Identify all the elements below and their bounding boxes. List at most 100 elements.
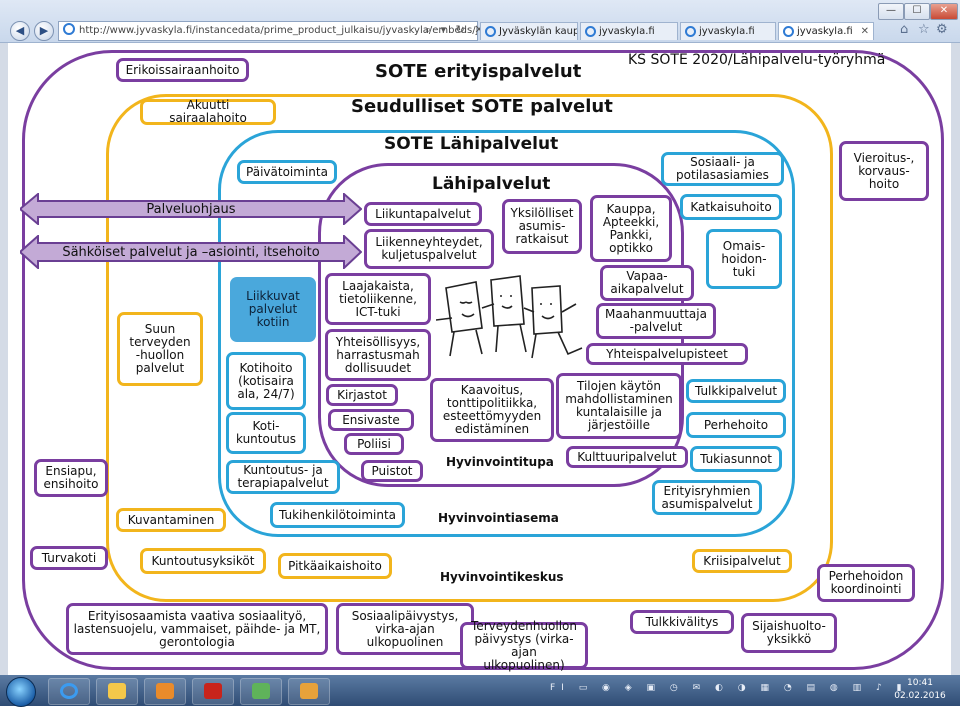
- box-suun-terveydenhuolto: Suun terveyden -huollon palvelut: [117, 312, 203, 386]
- box-tukiasunnot: Tukiasunnot: [690, 446, 782, 472]
- clock-time: 10:41: [907, 678, 933, 688]
- media-player-icon: [156, 683, 174, 699]
- box-kauppa-apteekki: Kauppa, Apteekki, Pankki, optikko: [590, 195, 672, 262]
- box-liikuntapalvelut: Liikuntapalvelut: [364, 202, 482, 226]
- tab-jyvaskyla-active[interactable]: jyvaskyla.fi✕: [778, 22, 874, 40]
- taskbar-media-button[interactable]: [144, 678, 186, 705]
- box-maahanmuuttajapalvelut: Maahanmuuttaja -palvelut: [596, 303, 716, 339]
- clock-date: 02.02.2016: [894, 691, 946, 701]
- box-vapaa-aikapalvelut: Vapaa- aikapalvelut: [600, 265, 694, 301]
- pdf-icon: [204, 683, 222, 699]
- arrow-palveluohjaus: Palveluohjaus: [18, 191, 363, 227]
- box-ensiapu: Ensiapu, ensihoito: [34, 459, 108, 497]
- folder-icon: [108, 683, 126, 699]
- title-lahipalvelut: Lähipalvelut: [432, 174, 551, 194]
- ring-seudulliset: [106, 94, 833, 602]
- close-window-button[interactable]: ✕: [930, 3, 958, 20]
- box-tulkkipalvelut: Tulkkipalvelut: [686, 379, 786, 403]
- tab-page-icon: [485, 26, 496, 37]
- box-laajakaista: Laajakaista, tietoliikenne, ICT-tuki: [325, 273, 431, 325]
- box-kuntoutus-terapia: Kuntoutus- ja terapiapalvelut: [226, 460, 340, 494]
- box-erikoissairaanhoito: Erikoissairaanhoito: [116, 58, 249, 82]
- settings-icon[interactable]: ⚙: [936, 22, 948, 37]
- arrow-label-sahkoiset: Sähköiset palvelut ja –asiointi, itsehoi…: [62, 244, 320, 260]
- address-url: http://www.jyvaskyla.fi/instancedata/pri…: [79, 25, 478, 36]
- box-perhehoito: Perhehoito: [686, 412, 786, 438]
- taskbar-outlook-button[interactable]: [288, 678, 330, 705]
- label-hyvinvointikeskus: Hyvinvointikeskus: [440, 570, 564, 584]
- clock[interactable]: 10:41 02.02.2016: [890, 677, 950, 703]
- box-kuntoutusyksikot: Kuntoutusyksiköt: [140, 548, 266, 574]
- box-sijaishuolto: Sijaishuolto- yksikkö: [741, 613, 837, 653]
- forward-button[interactable]: ▶: [34, 21, 54, 41]
- system-tray[interactable]: FI ▭ ◉ ◈ ▣ ◷ ✉ ◐ ◑ ▦ ◔ ▤ ◍ ▥ ♪ ▮: [550, 683, 908, 693]
- box-kotikuntoutus: Koti- kuntoutus: [226, 412, 306, 454]
- address-bar[interactable]: http://www.jyvaskyla.fi/instancedata/pri…: [58, 21, 478, 41]
- box-akuutti-sairaalahoito: Akuutti sairaalahoito: [140, 99, 276, 125]
- title-sote-erityispalvelut: SOTE erityispalvelut: [375, 61, 582, 82]
- box-turvakoti: Turvakoti: [30, 546, 108, 570]
- box-sosiaali-potilasasiamies: Sosiaali- ja potilasasiamies: [661, 152, 784, 186]
- people-sketch-image: [436, 275, 583, 359]
- box-sosiaalipaivystys: Sosiaalipäivystys, virka-ajan ulkopuolin…: [336, 603, 474, 655]
- box-erityisryhmien-asumispalvelut: Erityisryhmien asumispalvelut: [652, 480, 762, 515]
- double-arrow-icon: [18, 191, 363, 227]
- box-omaishoidontuki: Omais- hoidon- tuki: [706, 229, 782, 289]
- window-left-edge: [0, 43, 8, 675]
- taskbar-app-button[interactable]: [240, 678, 282, 705]
- box-kuvantaminen: Kuvantaminen: [116, 508, 226, 532]
- box-erityisosaamista: Erityisosaamista vaativa sosiaalityö, la…: [66, 603, 328, 655]
- taskbar-pdf-button[interactable]: [192, 678, 234, 705]
- box-tilojen-kaytto: Tilojen käytön mahdollistaminen kuntalai…: [556, 373, 682, 439]
- favorites-icon[interactable]: ☆: [918, 22, 930, 37]
- tab-jyvaskyla-1[interactable]: jyvaskyla.fi: [580, 22, 678, 40]
- box-kaavoitus: Kaavoitus, tonttipolitiikka, esteettömyy…: [430, 378, 554, 442]
- box-paivatoiminta: Päivätoiminta: [237, 160, 337, 184]
- home-icon[interactable]: ⌂: [900, 22, 909, 37]
- tab-page-icon: [783, 26, 794, 37]
- taskbar-ie-button[interactable]: [48, 678, 90, 705]
- box-vieroitus: Vieroitus-, korvaus- hoito: [839, 141, 929, 201]
- outlook-icon: [300, 683, 318, 699]
- minimize-button[interactable]: —: [878, 3, 904, 20]
- window-right-edge: [951, 43, 960, 675]
- box-tukihenkilotoiminta: Tukihenkilötoiminta: [270, 502, 405, 528]
- box-kriisipalvelut: Kriisipalvelut: [692, 549, 792, 573]
- box-puistot: Puistot: [361, 460, 423, 482]
- box-kirjastot: Kirjastot: [326, 384, 398, 406]
- box-pitkaaikaishoito: Pitkäaikaishoito: [278, 553, 392, 579]
- tab-close-icon[interactable]: ✕: [860, 26, 869, 37]
- internet-explorer-icon: [60, 683, 78, 699]
- tab-jyvaskyla-2[interactable]: jyvaskyla.fi: [680, 22, 776, 40]
- start-button[interactable]: [6, 677, 36, 707]
- double-arrow-icon: [18, 233, 363, 271]
- title-sote-lahipalvelut: SOTE Lähipalvelut: [384, 134, 559, 154]
- tab-page-icon: [585, 26, 596, 37]
- title-seudulliset: Seudulliset SOTE palvelut: [351, 96, 613, 117]
- arrow-sahkoiset: Sähköiset palvelut ja –asiointi, itsehoi…: [18, 233, 363, 271]
- box-kulttuuripalvelut: Kulttuuripalvelut: [566, 446, 688, 468]
- box-tulkkivalitys: Tulkkivälitys: [630, 610, 734, 634]
- box-yhteisollisyys: Yhteisöllisyys, harrastusmah dollisuudet: [325, 329, 431, 381]
- box-kotihoito: Kotihoito (kotisaira ala, 24/7): [226, 352, 306, 410]
- ie-page-icon: [63, 23, 75, 35]
- taskbar-explorer-button[interactable]: [96, 678, 138, 705]
- box-poliisi: Poliisi: [344, 433, 404, 455]
- maximize-button[interactable]: ☐: [904, 3, 930, 20]
- box-liikenneyhteydet: Liikenneyhteydet, kuljetuspalvelut: [364, 229, 494, 269]
- label-hyvinvointitupa: Hyvinvointitupa: [446, 455, 554, 469]
- box-ensivaste: Ensivaste: [328, 409, 414, 431]
- box-perhehoidon-koordinointi: Perhehoidon koordinointi: [817, 564, 915, 602]
- taskbar: FI ▭ ◉ ◈ ▣ ◷ ✉ ◐ ◑ ▦ ◔ ▤ ◍ ▥ ♪ ▮ 10:41 0…: [0, 675, 960, 707]
- box-yhteispalvelupisteet: Yhteispalvelupisteet: [586, 343, 748, 365]
- box-liikkuvat-palvelut: Liikkuvat palvelut kotiin: [230, 277, 316, 342]
- ring-sote-lahipalvelut: [218, 130, 795, 537]
- back-button[interactable]: ◀: [10, 21, 30, 41]
- browser-chrome: — ☐ ✕ ◀ ▶ http://www.jyvaskyla.fi/instan…: [0, 0, 960, 43]
- address-tools[interactable]: ⌕ ▾ ↻ ✕: [425, 23, 487, 36]
- tab-page-icon: [685, 26, 696, 37]
- header-ks-sote: KS SOTE 2020/Lähipalvelu-työryhmä: [628, 52, 886, 68]
- tab-jyvaskylan-kaupunki[interactable]: Jyväskylän kaupu...: [480, 22, 578, 40]
- box-terveydenhuollon-paivystys: Terveydenhuollon päivystys (virka-ajan u…: [460, 619, 588, 671]
- label-hyvinvointiasema: Hyvinvointiasema: [438, 511, 559, 525]
